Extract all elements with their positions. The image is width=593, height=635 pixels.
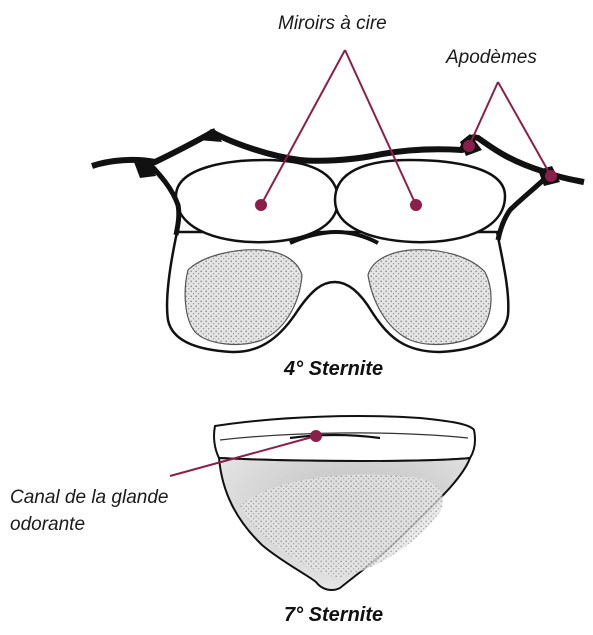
seventh-sternite	[214, 416, 475, 590]
upper-border	[92, 132, 584, 182]
caption-4th-sternite: 4° Sternite	[284, 358, 383, 381]
left-stippled-area	[185, 250, 302, 345]
seventh-sternite-stippled-area	[240, 474, 443, 578]
right-side-arm	[498, 174, 550, 240]
label-gland-canal-line1: Canal de la glande	[10, 486, 168, 510]
label-gland-canal-line2: odorante	[10, 513, 85, 537]
caption-7th-sternite: 7° Sternite	[284, 604, 383, 627]
marker-gland-canal	[311, 431, 321, 441]
marker-apodeme-upper	[464, 141, 474, 151]
label-apodemes: Apodèmes	[446, 46, 537, 70]
marker-wax-mirror-left	[256, 200, 266, 210]
label-wax-mirrors: Miroirs à cire	[278, 12, 387, 36]
marker-wax-mirror-right	[411, 200, 421, 210]
leader-apodeme-upper	[469, 82, 498, 146]
marker-apodeme-lower	[546, 171, 556, 181]
seventh-sternite-top-rim	[214, 416, 475, 461]
fourth-sternite	[92, 128, 584, 352]
